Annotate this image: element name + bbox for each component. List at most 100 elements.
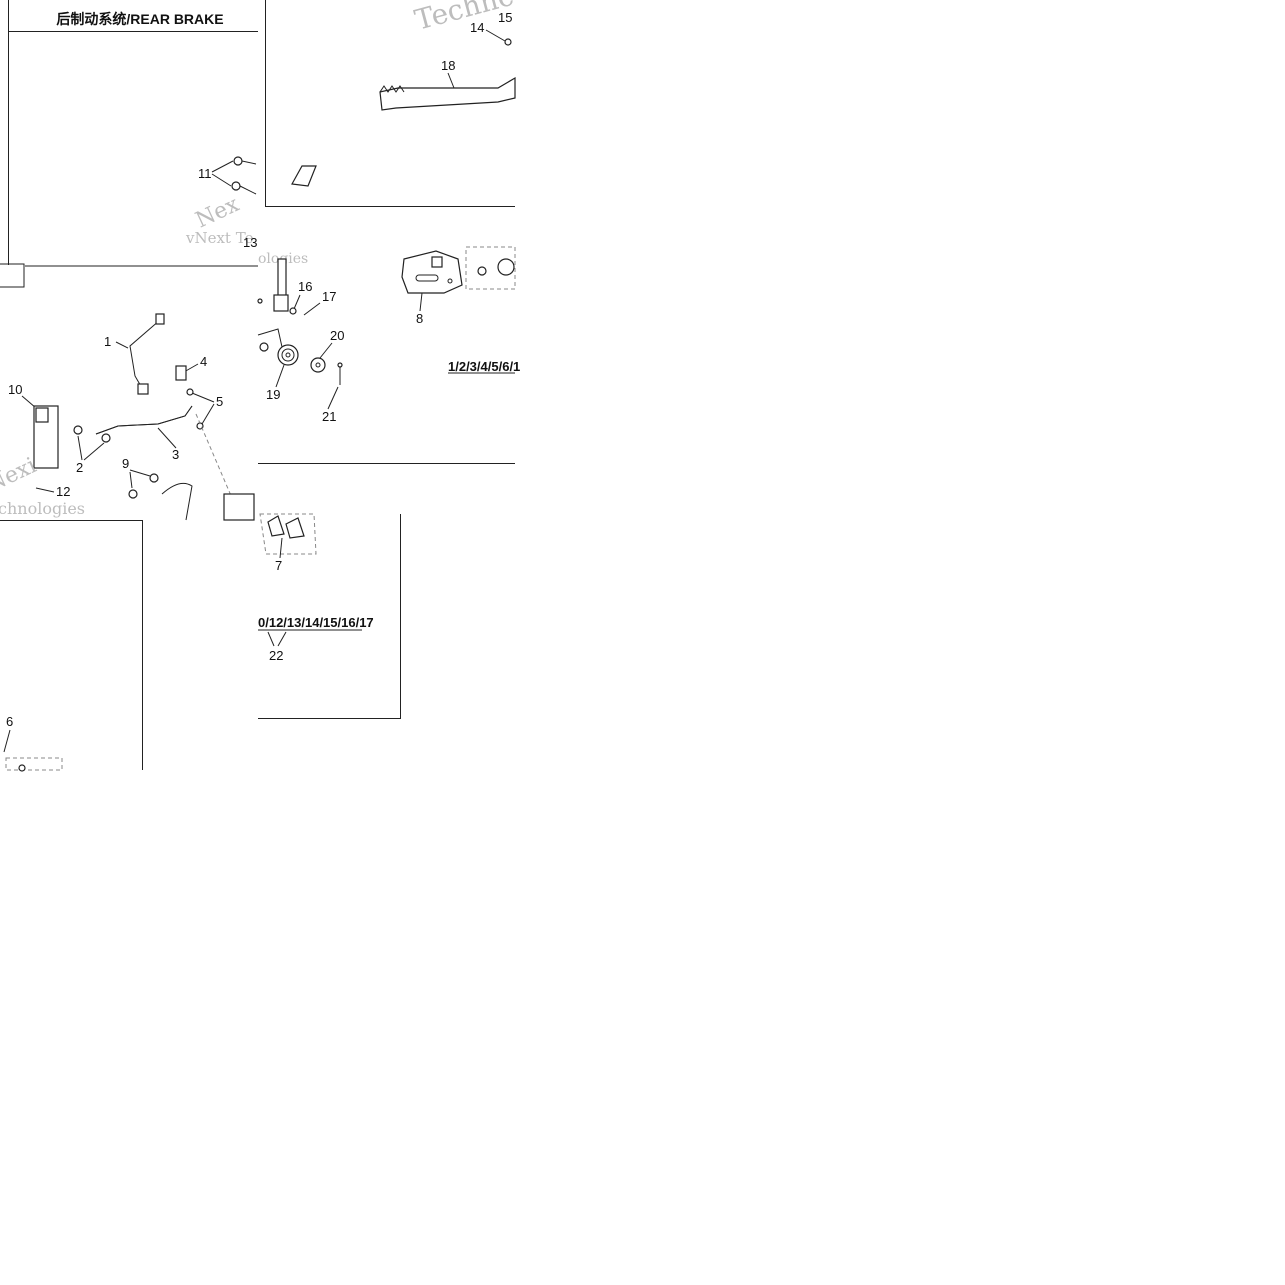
- tile-reservoir-svg: 6: [0, 520, 143, 772]
- callout-16: 16: [298, 279, 312, 294]
- return-spring: [277, 344, 299, 366]
- leader-19: [275, 364, 285, 388]
- callout-9: 9: [122, 456, 129, 471]
- tile-pedal-parts-svg: ologies 16 17 19 20 21: [257, 246, 520, 464]
- switch-wire: [129, 319, 161, 389]
- leader-14: [485, 29, 506, 42]
- banjo-bolt: [175, 365, 187, 381]
- callout-20: 20: [330, 328, 344, 343]
- callout-5: 5: [216, 394, 223, 409]
- tile-brake-pedal-svg: Technc 15 14 18: [265, 0, 517, 207]
- frame-border: [8, 0, 269, 267]
- callout-17: 17: [322, 289, 336, 304]
- leader-22b: [277, 631, 287, 647]
- callout-14: 14: [470, 20, 484, 35]
- tile-master-cylinder-svg: 1 4 5 3 10 2 9: [0, 313, 255, 521]
- washer-2b: [101, 433, 111, 443]
- strip-border: [0, 263, 25, 288]
- spring-core: [285, 352, 291, 358]
- callout-11: 11: [198, 166, 212, 181]
- diagram-title: 后制动系统/REAR BRAKE: [56, 11, 223, 27]
- callout-3: 3: [172, 447, 179, 462]
- brake-hose-inner: [95, 405, 193, 435]
- washer-20-hole: [315, 362, 321, 368]
- cylinder-cap: [35, 407, 49, 423]
- pedal-link: [257, 328, 283, 348]
- callout-1: 1: [104, 334, 111, 349]
- pedal-plate: [401, 250, 463, 294]
- tile-brake-pedal: Technc 15 14 18: [258, 0, 517, 207]
- pin-14: [504, 38, 512, 46]
- leader-21: [327, 386, 339, 410]
- tile-title-frame-svg: 后制动系统/REAR BRAKE 11 vNext Te Nex 13: [8, 0, 269, 267]
- rod-pin: [257, 298, 263, 304]
- callout-21: 21: [322, 409, 336, 424]
- reservoir-kit-box: [5, 757, 63, 771]
- push-rod: [277, 258, 287, 300]
- kit-label-a: 1/2/3/4/5/6/1: [448, 359, 520, 374]
- washer-2a: [73, 425, 83, 435]
- leader-2b: [83, 442, 105, 461]
- brake-light-switch: [497, 258, 515, 276]
- callout-2: 2: [76, 460, 83, 475]
- leader-3: [157, 427, 177, 449]
- leader-12: [35, 487, 55, 493]
- tile-reservoir: 6: [0, 520, 145, 772]
- bolt-11-lower: [231, 181, 257, 195]
- watermark-vnext: vNext Te: [185, 229, 254, 247]
- callout-15: 15: [498, 10, 512, 25]
- caliper-bracket: [161, 482, 193, 521]
- callout-6: 6: [6, 714, 13, 729]
- pedal-pad-icon: [291, 165, 317, 187]
- plate-slot: [415, 274, 439, 282]
- cotter-17: [303, 302, 321, 316]
- tile-title-frame: 后制动系统/REAR BRAKE 11 vNext Te Nex 13: [0, 0, 269, 267]
- bolt-9b: [128, 489, 138, 499]
- tile-pedal-parts: ologies 16 17 19 20 21: [257, 207, 520, 464]
- hose-path-dashed: [195, 413, 233, 499]
- pad-kit-box: [259, 513, 317, 555]
- tile-master-cylinder: 1 4 5 3 10 2 9: [0, 288, 258, 521]
- washer-20: [310, 357, 326, 373]
- leader-1: [115, 341, 129, 349]
- pedal-tread: [379, 85, 405, 93]
- leader-9a: [129, 469, 151, 477]
- switch-kit-box: [465, 246, 516, 290]
- brake-pad-b: [285, 517, 305, 539]
- rod-clevis: [273, 294, 289, 312]
- brake-pad-a: [267, 515, 285, 537]
- callout-4: 4: [200, 354, 207, 369]
- callout-12: 12: [56, 484, 70, 499]
- spring-coil: [281, 348, 295, 362]
- bolt-9a: [149, 473, 159, 483]
- tile-brake-pads-svg: 7 0/12/13/14/15/16/17 22: [258, 513, 401, 719]
- reservoir-part: [18, 764, 26, 772]
- callout-22: 22: [269, 648, 283, 663]
- brake-switch: [137, 383, 149, 395]
- callout-10: 10: [8, 382, 22, 397]
- brake-hose: [95, 405, 193, 435]
- washer-16: [289, 307, 297, 315]
- washer-5a: [186, 388, 194, 396]
- cotter-21-head: [337, 362, 343, 368]
- plate-tab: [431, 256, 443, 268]
- link-eye: [259, 342, 269, 352]
- leader-11a: [211, 160, 234, 173]
- switch-connector: [155, 313, 165, 325]
- bolt-11-upper: [233, 156, 257, 166]
- caliper: [223, 493, 255, 521]
- brake-pedal: [379, 76, 516, 111]
- plate-hole: [447, 278, 453, 284]
- leader-5b: [201, 403, 215, 425]
- leader-20: [319, 342, 333, 359]
- kit-label-b: 0/12/13/14/15/16/17: [258, 615, 374, 630]
- leader-18: [447, 72, 455, 89]
- leader-8: [419, 292, 423, 312]
- leader-7: [279, 537, 283, 559]
- leader-9b: [129, 471, 133, 489]
- watermark-nex: Nex: [192, 192, 244, 234]
- leader-6: [3, 729, 11, 753]
- leader-22a: [267, 631, 275, 647]
- callout-19: 19: [266, 387, 280, 402]
